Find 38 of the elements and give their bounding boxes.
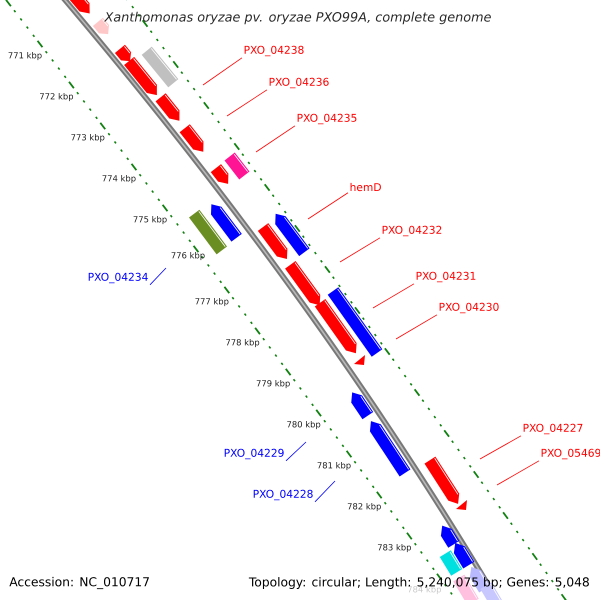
leader-line <box>308 192 348 220</box>
leader-line <box>372 283 414 308</box>
scale-label: 772 kbp <box>40 92 74 102</box>
gene-label: PXO_04234 <box>88 272 148 284</box>
scale-label: 778 kbp <box>226 338 260 348</box>
scale-label: 774 kbp <box>102 174 136 184</box>
leader-line <box>256 125 296 152</box>
scale-label: 777 kbp <box>195 298 228 306</box>
leader-line <box>340 237 380 262</box>
gene-label: PXO_04230 <box>440 302 499 314</box>
scale-label: 781 kbp <box>318 462 351 470</box>
leader-line <box>226 89 268 116</box>
scale-label: 776 kbp <box>172 252 205 260</box>
leader-line <box>480 435 522 460</box>
accession-text: Accession: NC_010717 <box>9 576 149 590</box>
scale-label: 775 kbp <box>134 216 167 224</box>
leader-line <box>286 442 306 462</box>
leader-line <box>314 480 336 502</box>
leader-line <box>150 268 166 286</box>
title: Xanthomonas oryzae pv. oryzae PXO99A, complete genome <box>104 12 491 24</box>
scale-label: 773 kbp <box>71 134 104 142</box>
scale-label: 783 kbp <box>378 544 411 552</box>
scale-label: 779 kbp <box>256 380 290 388</box>
gene-label: PXO_04235 <box>298 114 356 124</box>
gene-label: PXO_04228 <box>254 490 313 500</box>
gene-label: PXO_04236 <box>270 78 329 88</box>
gene-label: hemD <box>350 182 381 192</box>
scale-label: 771 kbp <box>8 52 42 60</box>
gene-label: PXO_04231 <box>416 272 476 282</box>
gene-label: PXO_04229 <box>224 448 284 460</box>
leader-line <box>202 57 242 86</box>
gene-label: PXO_04232 <box>382 226 442 236</box>
leader-line <box>496 460 540 486</box>
scale-label: 782 kbp <box>348 502 381 512</box>
leader-line <box>396 314 438 340</box>
gene-label: PXO_04227 <box>524 424 582 434</box>
gene-label: PXO_04238 <box>244 46 304 56</box>
scale-label: 780 kbp <box>287 420 320 430</box>
